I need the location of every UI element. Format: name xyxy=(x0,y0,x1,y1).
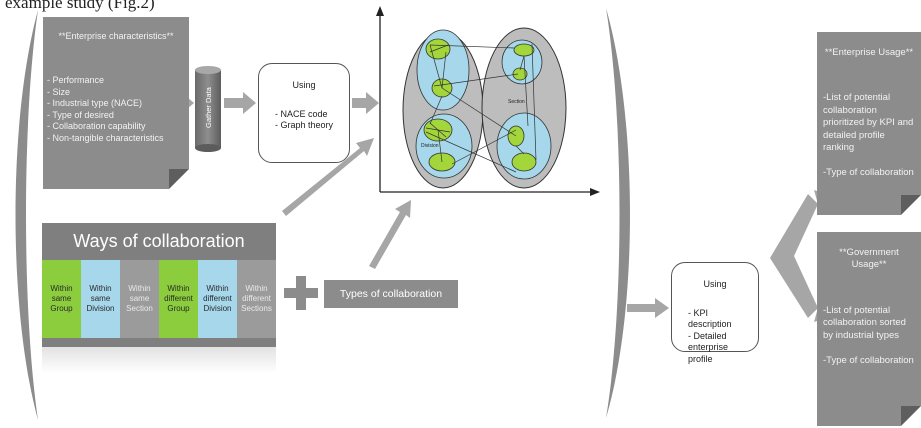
arrow-to-graph xyxy=(352,92,379,114)
types-of-collaboration-box: Types of collaboration xyxy=(324,280,458,308)
cell-within-same-division: Within same Division xyxy=(81,260,120,338)
section-label: Section xyxy=(508,99,525,105)
cell-within-different-division: Within different Division xyxy=(198,260,237,338)
header-text: example study (Fig.2) xyxy=(5,0,155,12)
arrow-types-to-graph xyxy=(369,200,411,269)
enterprise-usage-body: -List of potential collaboration priorit… xyxy=(823,92,914,178)
cell-within-same-group: Within same Group xyxy=(42,260,81,338)
using-box-nace: Using - NACE code - Graph theory xyxy=(258,63,350,163)
ways-of-collaboration-cells: Within same Group Within same Division W… xyxy=(42,260,276,338)
graph-node xyxy=(511,152,537,172)
graph-axes xyxy=(376,6,600,196)
division-label: Division xyxy=(421,143,439,149)
split-chevron xyxy=(770,194,818,318)
gather-data-cylinder xyxy=(195,66,221,152)
ways-of-collaboration-title: Ways of collaboration xyxy=(42,223,276,260)
ways-reflection xyxy=(42,347,276,373)
using-items: - KPI description - Detailed enterprise … xyxy=(688,307,732,364)
page-fold xyxy=(901,406,921,426)
left-bracket xyxy=(15,10,38,420)
cell-within-different-sections: Within different Sections xyxy=(237,260,276,338)
plus-icon xyxy=(284,276,318,310)
government-usage-body: -List of potential collaboration sorted … xyxy=(823,304,914,366)
page-fold xyxy=(169,169,189,189)
graph-clusters: Section Division xyxy=(402,27,567,189)
using-box-kpi: Using - KPI description - Detailed enter… xyxy=(671,262,759,364)
page-fold xyxy=(901,195,921,215)
enterprise-usage-doc: **Enterprise Usage** -List of potential … xyxy=(817,32,921,215)
using-heading: Using xyxy=(292,79,316,90)
right-bracket xyxy=(606,8,630,418)
enterprise-characteristics-doc: **Enterprise characteristics** - Perform… xyxy=(43,17,189,189)
graph-node xyxy=(513,43,535,57)
cell-within-same-section: Within same Section xyxy=(120,260,159,338)
government-usage-doc: **Government Usage** -List of potential … xyxy=(817,232,921,426)
arrow-to-using-1 xyxy=(224,92,256,114)
arrow-ways-to-graph xyxy=(282,138,374,216)
enterprise-usage-title: **Enterprise Usage** xyxy=(824,46,914,58)
ways-bottom-bar xyxy=(42,338,276,347)
enterprise-characteristics-body: - Performance - Size - Industrial type (… xyxy=(47,75,164,143)
cell-within-different-group: Within different Group xyxy=(159,260,198,338)
using-heading: Using xyxy=(703,278,727,289)
using-items: - NACE code - Graph theory xyxy=(275,108,334,131)
gather-data-label: Gather Data xyxy=(204,87,213,129)
enterprise-characteristics-title: **Enterprise characteristics** xyxy=(58,30,174,41)
graph-node xyxy=(512,67,528,81)
government-usage-title: **Government Usage** xyxy=(839,246,899,271)
arrow-to-using-2 xyxy=(627,298,669,318)
